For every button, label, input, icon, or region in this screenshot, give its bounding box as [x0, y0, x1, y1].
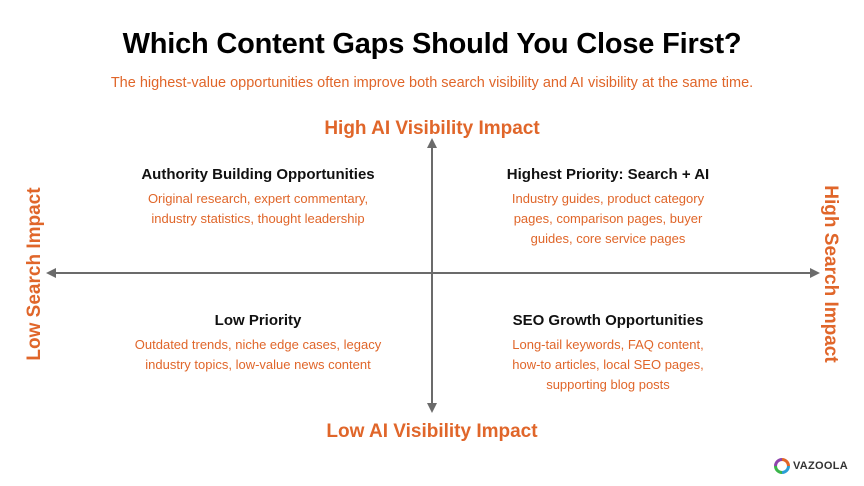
quadrant-description-line: Outdated trends, niche edge cases, legac… [134, 337, 382, 352]
quadrant-description-line: supporting blog posts [546, 377, 670, 392]
axis-label-high-search: High Search Impact [820, 185, 841, 363]
vazoola-logo-icon [773, 458, 790, 474]
quadrant-authority-building: Authority Building Opportunities Origina… [118, 166, 398, 229]
quadrant-description-line: how-to articles, local SEO pages, [512, 357, 704, 372]
vazoola-logo: VAZOOLA [773, 458, 848, 474]
quadrant-title: Low Priority [214, 312, 302, 329]
logo-text: VAZOOLA [792, 460, 848, 472]
quadrant-highest-priority: Highest Priority: Search + AI Industry g… [478, 166, 738, 249]
page-subtitle: The highest-value opportunities often im… [110, 75, 754, 91]
quadrant-description-line: pages, comparison pages, buyer [513, 211, 703, 226]
quadrant-description-line: industry topics, low-value news content [145, 357, 371, 372]
quadrant-description: Long-tail keywords, FAQ content, how-to … [478, 335, 738, 395]
quadrant-description: Original research, expert commentary, in… [118, 189, 398, 229]
quadrant-seo-growth: SEO Growth Opportunities Long-tail keywo… [478, 312, 738, 395]
quadrant-description: Industry guides, product category pages,… [478, 189, 738, 249]
quadrant-description-line: industry statistics, thought leadership [151, 211, 365, 226]
axis-label-low-ai: Low AI Visibility Impact [326, 421, 538, 442]
quadrant-title: Highest Priority: Search + AI [506, 166, 710, 183]
quadrant-description-line: Long-tail keywords, FAQ content, [512, 337, 704, 352]
page-title: Which Content Gaps Should You Close Firs… [122, 28, 742, 60]
quadrant-description-line: guides, core service pages [530, 231, 686, 246]
axis-label-low-search: Low Search Impact [24, 187, 45, 361]
quadrant-title: Authority Building Opportunities [141, 166, 375, 183]
axis-label-high-ai: High AI Visibility Impact [324, 118, 540, 139]
quadrant-low-priority: Low Priority Outdated trends, niche edge… [118, 312, 398, 375]
quadrant-title: SEO Growth Opportunities [512, 312, 704, 329]
quadrant-description-line: Original research, expert commentary, [147, 191, 369, 206]
quadrant-description-line: Industry guides, product category [511, 191, 705, 206]
quadrant-description: Outdated trends, niche edge cases, legac… [118, 335, 398, 375]
